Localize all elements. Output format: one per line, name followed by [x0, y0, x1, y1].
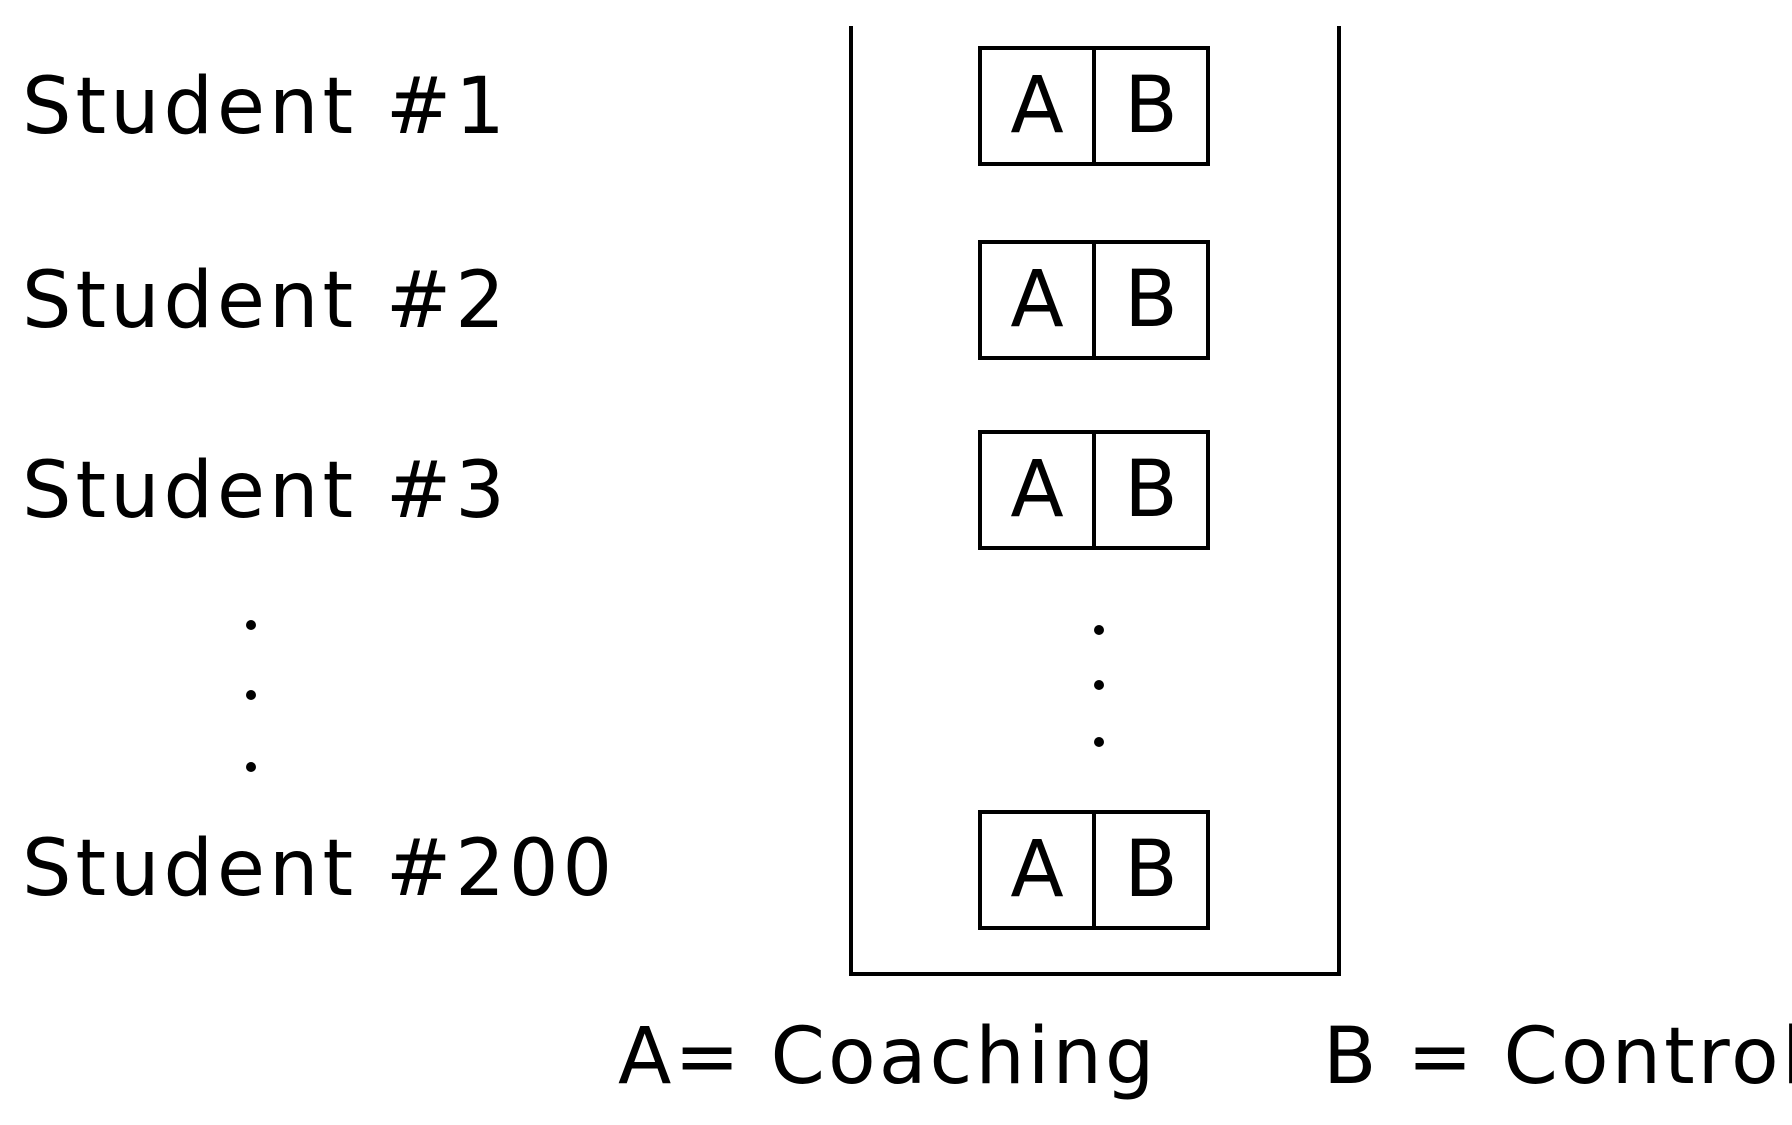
ab-pair-200: A B: [978, 810, 1210, 930]
cell-b: B: [1092, 814, 1206, 926]
ab-pair-3: A B: [978, 430, 1210, 550]
cell-a: A: [1010, 445, 1064, 535]
ellipsis-dot: [1094, 625, 1104, 635]
ellipsis-dot: [246, 762, 256, 772]
cell-a: A: [1010, 255, 1064, 345]
student-label-3: Student #3: [22, 446, 509, 536]
cell-a: A: [1010, 61, 1064, 151]
student-label-1: Student #1: [22, 62, 509, 152]
ellipsis-dot: [1094, 737, 1104, 747]
ab-pair-2: A B: [978, 240, 1210, 360]
student-label-200: Student #200: [22, 824, 617, 914]
cell-b: B: [1092, 434, 1206, 546]
student-label-2: Student #2: [22, 256, 509, 346]
cell-a: A: [1010, 825, 1064, 915]
cell-b: B: [1092, 50, 1206, 162]
legend-control: B = Control: [1323, 1012, 1792, 1102]
ellipsis-dot: [246, 620, 256, 630]
legend-coaching: A= Coaching: [618, 1012, 1158, 1102]
ellipsis-dot: [246, 690, 256, 700]
assignment-container: [849, 26, 1341, 976]
ab-pair-1: A B: [978, 46, 1210, 166]
ellipsis-dot: [1094, 680, 1104, 690]
cell-b: B: [1092, 244, 1206, 356]
